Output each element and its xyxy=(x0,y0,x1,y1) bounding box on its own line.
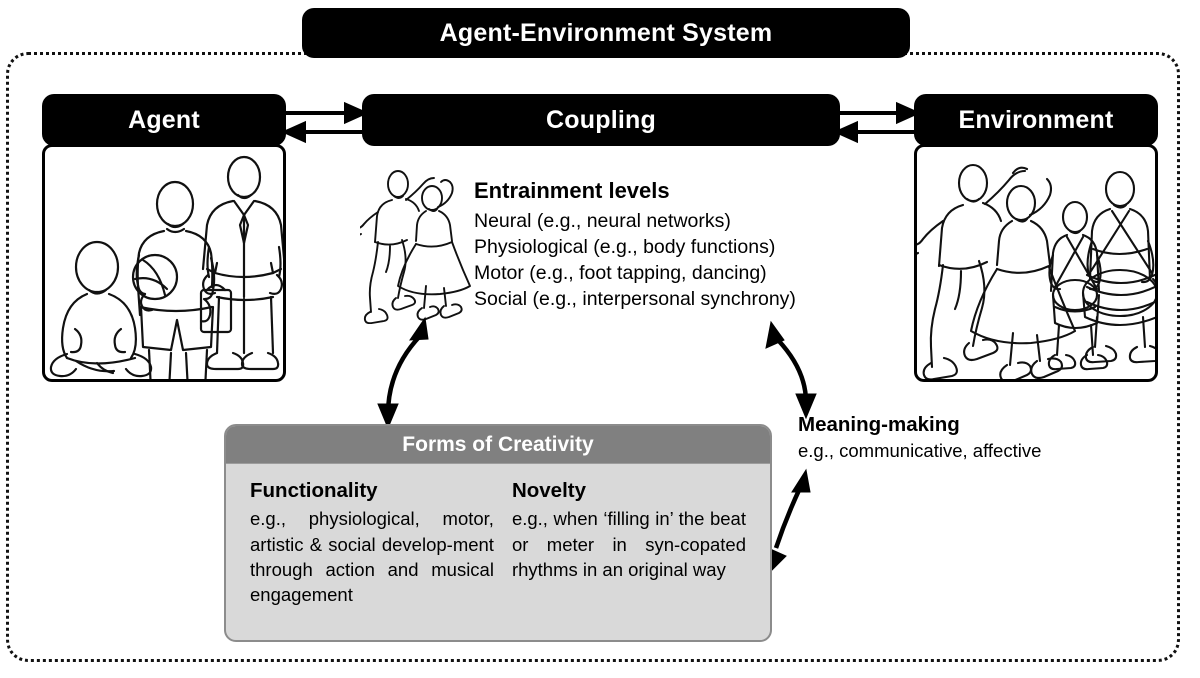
agent-illustration-panel xyxy=(42,144,286,382)
creativity-novelty-title: Novelty xyxy=(511,479,587,502)
environment-title-label: Environment xyxy=(958,105,1114,134)
environment-title-bar: Environment xyxy=(914,94,1158,146)
system-title-bar: Agent-Environment System xyxy=(302,8,910,58)
agent-title-label: Agent xyxy=(128,105,200,134)
coupling-title-label: Coupling xyxy=(546,105,656,134)
arrow-coupling-meaning xyxy=(765,320,817,420)
entrainment-item-motor: Motor (e.g., foot tapping, dancing) xyxy=(474,261,767,284)
creativity-novelty-text: e.g., when ‘filling in’ the beat or mete… xyxy=(511,508,746,581)
dancing-couple-illustration xyxy=(360,170,471,324)
forms-of-creativity-body: Functionality e.g., physiological, motor… xyxy=(226,464,770,640)
agent-figures-illustration xyxy=(49,155,283,379)
entrainment-heading: Entrainment levels xyxy=(474,178,670,203)
meaning-making-detail: e.g., communicative, affective xyxy=(798,440,1042,462)
coupling-title-bar: Coupling xyxy=(362,94,840,146)
environment-illustration-panel xyxy=(914,144,1158,382)
creativity-column-functionality: Functionality e.g., physiological, motor… xyxy=(226,478,512,640)
coupling-illustration xyxy=(360,162,476,324)
creativity-functionality-title: Functionality xyxy=(250,479,378,502)
creativity-column-novelty: Novelty e.g., when ‘filling in’ the beat… xyxy=(512,478,770,640)
arrow-coupling-creativity xyxy=(377,316,429,430)
entrainment-levels-block: Entrainment levels Neural (e.g., neural … xyxy=(474,178,874,313)
forms-of-creativity-header: Forms of Creativity xyxy=(226,426,770,464)
forms-of-creativity-box: Forms of Creativity Functionality e.g., … xyxy=(224,424,772,642)
creativity-functionality-text: e.g., physiological, motor, artistic & s… xyxy=(250,508,494,606)
agent-title-bar: Agent xyxy=(42,94,286,146)
meaning-making-heading: Meaning-making xyxy=(798,413,960,436)
entrainment-item-neural: Neural (e.g., neural networks) xyxy=(474,209,731,232)
arrow-meaning-creativity xyxy=(767,468,811,576)
dancers-and-drummers-illustration xyxy=(917,163,1155,379)
meaning-making-block: Meaning-making e.g., communicative, affe… xyxy=(798,412,1088,463)
entrainment-item-social: Social (e.g., interpersonal synchrony) xyxy=(474,287,796,310)
system-title-label: Agent-Environment System xyxy=(439,18,773,47)
entrainment-item-physiological: Physiological (e.g., body functions) xyxy=(474,235,776,258)
